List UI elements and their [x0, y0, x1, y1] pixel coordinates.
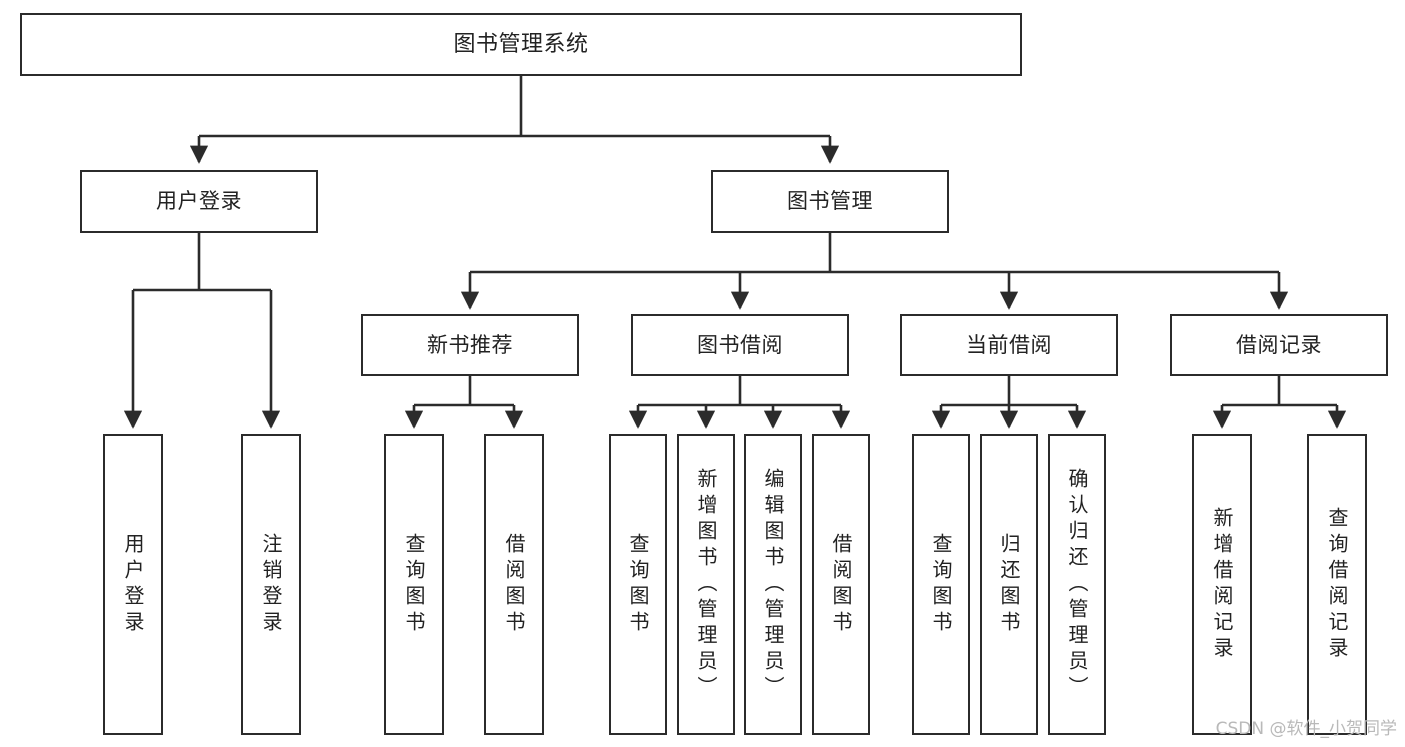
node-label: 查询借阅记录 [1325, 506, 1349, 663]
node-borrow-record[interactable]: 借阅记录 [1170, 314, 1388, 376]
node-label: 图书管理系统 [453, 31, 589, 57]
node-label: 借阅记录 [1236, 332, 1322, 357]
node-book-borrow[interactable]: 图书借阅 [631, 314, 849, 376]
node-new-book-recommend[interactable]: 新书推荐 [361, 314, 579, 376]
node-label: 用户登录 [156, 189, 242, 214]
node-label: 确认归还（管理员） [1065, 467, 1089, 702]
node-leaf-borrow-book-1[interactable]: 借阅图书 [484, 434, 544, 735]
node-current-borrow[interactable]: 当前借阅 [900, 314, 1118, 376]
node-leaf-user-login[interactable]: 用户登录 [103, 434, 163, 735]
node-leaf-query-book-1[interactable]: 查询图书 [384, 434, 444, 735]
node-book-management[interactable]: 图书管理 [711, 170, 949, 233]
node-leaf-edit-book[interactable]: 编辑图书（管理员） [744, 434, 802, 735]
node-label: 借阅图书 [829, 532, 853, 637]
node-leaf-query-record[interactable]: 查询借阅记录 [1307, 434, 1367, 735]
node-label: 当前借阅 [966, 332, 1052, 357]
node-leaf-add-book[interactable]: 新增图书（管理员） [677, 434, 735, 735]
node-label: 新增借阅记录 [1210, 506, 1234, 663]
node-leaf-logout-login[interactable]: 注销登录 [241, 434, 301, 735]
node-leaf-add-record[interactable]: 新增借阅记录 [1192, 434, 1252, 735]
node-leaf-return-book[interactable]: 归还图书 [980, 434, 1038, 735]
node-root-system[interactable]: 图书管理系统 [20, 13, 1022, 76]
node-label: 用户登录 [121, 532, 145, 637]
node-user-login[interactable]: 用户登录 [80, 170, 318, 233]
node-label: 新书推荐 [427, 332, 513, 357]
node-label: 图书借阅 [697, 332, 783, 357]
node-leaf-query-book-3[interactable]: 查询图书 [912, 434, 970, 735]
node-label: 图书管理 [787, 189, 873, 214]
node-label: 查询图书 [402, 532, 426, 637]
node-label: 查询图书 [626, 532, 650, 637]
node-label: 编辑图书（管理员） [761, 467, 785, 702]
node-leaf-borrow-book-2[interactable]: 借阅图书 [812, 434, 870, 735]
node-label: 借阅图书 [502, 532, 526, 637]
node-label: 注销登录 [259, 532, 283, 637]
node-leaf-query-book-2[interactable]: 查询图书 [609, 434, 667, 735]
node-label: 查询图书 [929, 532, 953, 637]
node-leaf-confirm-return[interactable]: 确认归还（管理员） [1048, 434, 1106, 735]
node-label: 新增图书（管理员） [694, 467, 718, 702]
node-label: 归还图书 [997, 532, 1021, 637]
